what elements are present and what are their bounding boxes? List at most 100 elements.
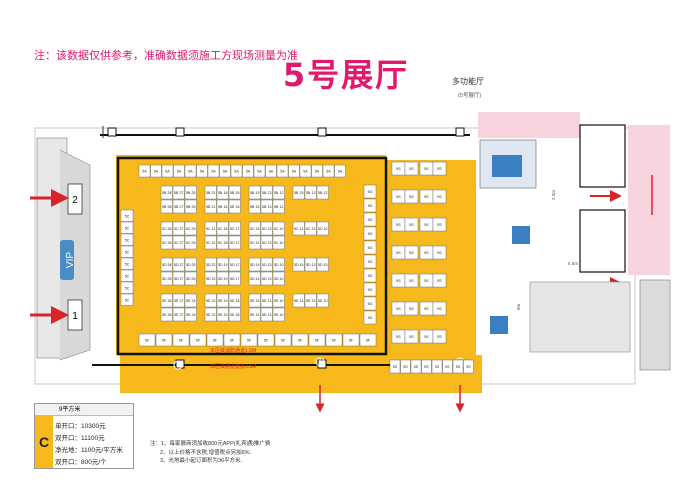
- booth-5s[interactable]: [432, 245, 447, 260]
- booth-5d[interactable]: [248, 271, 261, 286]
- booth-block[interactable]: [292, 185, 305, 200]
- booth-block[interactable]: [304, 293, 317, 308]
- booth-5a[interactable]: [311, 164, 323, 178]
- booth-5c[interactable]: [160, 221, 173, 236]
- booth-5d[interactable]: [184, 257, 197, 272]
- booth-5e[interactable]: [228, 307, 241, 322]
- booth-5b[interactable]: [248, 199, 261, 214]
- booth-5s-bottom[interactable]: [442, 359, 453, 374]
- booth-5f[interactable]: [359, 333, 377, 347]
- booth-5c[interactable]: [228, 235, 241, 250]
- booth-5f[interactable]: [308, 333, 326, 347]
- booth-5f[interactable]: [274, 333, 292, 347]
- booth-5d[interactable]: [260, 257, 273, 272]
- booth-5c[interactable]: [172, 235, 185, 250]
- booth-5f[interactable]: [138, 333, 156, 347]
- booth-5f[interactable]: [206, 333, 224, 347]
- booth-5e[interactable]: [216, 293, 229, 308]
- booth-5c-side[interactable]: [120, 233, 134, 246]
- booth-5e[interactable]: [172, 293, 185, 308]
- booth-5c[interactable]: [272, 221, 285, 236]
- booth-5s[interactable]: [404, 161, 419, 176]
- booth-5a[interactable]: [322, 164, 335, 178]
- booth-5a[interactable]: [138, 164, 151, 178]
- booth-5c-side[interactable]: [120, 293, 134, 306]
- booth-5a[interactable]: [184, 164, 197, 178]
- booth-5c-side[interactable]: [120, 209, 134, 222]
- booth-5d[interactable]: [228, 271, 241, 286]
- booth-5d[interactable]: [272, 271, 285, 286]
- booth-5e[interactable]: [216, 307, 229, 322]
- booth-5s[interactable]: [404, 217, 419, 232]
- booth-5a[interactable]: [242, 164, 254, 178]
- booth-5a[interactable]: [299, 164, 312, 178]
- booth-5c-side[interactable]: [120, 269, 134, 282]
- booth-5b[interactable]: [216, 185, 229, 200]
- booth-5a[interactable]: [161, 164, 174, 178]
- booth-5d[interactable]: [172, 271, 185, 286]
- booth-block[interactable]: [292, 221, 305, 236]
- booth-5a[interactable]: [288, 164, 300, 178]
- booth-5e[interactable]: [172, 307, 185, 322]
- booth-5e[interactable]: [160, 293, 173, 308]
- booth-5g[interactable]: [363, 198, 377, 213]
- booth-block[interactable]: [292, 293, 305, 308]
- booth-5c[interactable]: [272, 235, 285, 250]
- booth-5d[interactable]: [216, 271, 229, 286]
- booth-5b[interactable]: [204, 185, 217, 200]
- booth-5c[interactable]: [260, 235, 273, 250]
- booth-5d[interactable]: [216, 257, 229, 272]
- booth-5g[interactable]: [363, 282, 377, 297]
- booth-5s[interactable]: [404, 189, 419, 204]
- booth-5c[interactable]: [260, 221, 273, 236]
- booth-5d[interactable]: [260, 271, 273, 286]
- booth-block[interactable]: [316, 293, 329, 308]
- booth-5b[interactable]: [228, 199, 241, 214]
- booth-5f[interactable]: [223, 333, 241, 347]
- booth-5s[interactable]: [404, 245, 419, 260]
- booth-5g[interactable]: [363, 296, 377, 311]
- booth-5a[interactable]: [196, 164, 208, 178]
- booth-5e[interactable]: [272, 293, 285, 308]
- booth-5f[interactable]: [257, 333, 275, 347]
- booth-5c[interactable]: [248, 235, 261, 250]
- booth-5s[interactable]: [432, 189, 447, 204]
- booth-5a[interactable]: [173, 164, 185, 178]
- booth-5f[interactable]: [189, 333, 207, 347]
- booth-5c-side[interactable]: [120, 281, 134, 294]
- booth-block[interactable]: [316, 185, 329, 200]
- booth-5e[interactable]: [204, 307, 217, 322]
- booth-5c[interactable]: [204, 235, 217, 250]
- booth-5f[interactable]: [155, 333, 173, 347]
- booth-5s[interactable]: [432, 329, 447, 344]
- booth-block[interactable]: [316, 257, 329, 272]
- booth-5g[interactable]: [363, 226, 377, 241]
- booth-5f[interactable]: [172, 333, 190, 347]
- booth-5g[interactable]: [363, 310, 377, 325]
- booth-5d[interactable]: [204, 271, 217, 286]
- booth-5d[interactable]: [172, 257, 185, 272]
- booth-5b[interactable]: [184, 199, 197, 214]
- booth-5c[interactable]: [228, 221, 241, 236]
- booth-5g[interactable]: [363, 268, 377, 283]
- booth-5s[interactable]: [404, 301, 419, 316]
- booth-5a[interactable]: [219, 164, 231, 178]
- booth-5e[interactable]: [160, 307, 173, 322]
- booth-block[interactable]: [304, 257, 317, 272]
- booth-5d[interactable]: [160, 257, 173, 272]
- booth-5d[interactable]: [272, 257, 285, 272]
- booth-5c[interactable]: [204, 221, 217, 236]
- meeting-room[interactable]: [579, 124, 626, 188]
- booth-5s[interactable]: [404, 329, 419, 344]
- booth-5c[interactable]: [184, 221, 197, 236]
- booth-5a[interactable]: [253, 164, 266, 178]
- booth-5b[interactable]: [260, 199, 273, 214]
- booth-5f[interactable]: [291, 333, 309, 347]
- booth-block[interactable]: [304, 221, 317, 236]
- booth-5e[interactable]: [272, 307, 285, 322]
- booth-5b[interactable]: [260, 185, 273, 200]
- booth-5e[interactable]: [260, 307, 273, 322]
- booth-5c[interactable]: [248, 221, 261, 236]
- booth-5b[interactable]: [160, 185, 173, 200]
- booth-5d[interactable]: [228, 257, 241, 272]
